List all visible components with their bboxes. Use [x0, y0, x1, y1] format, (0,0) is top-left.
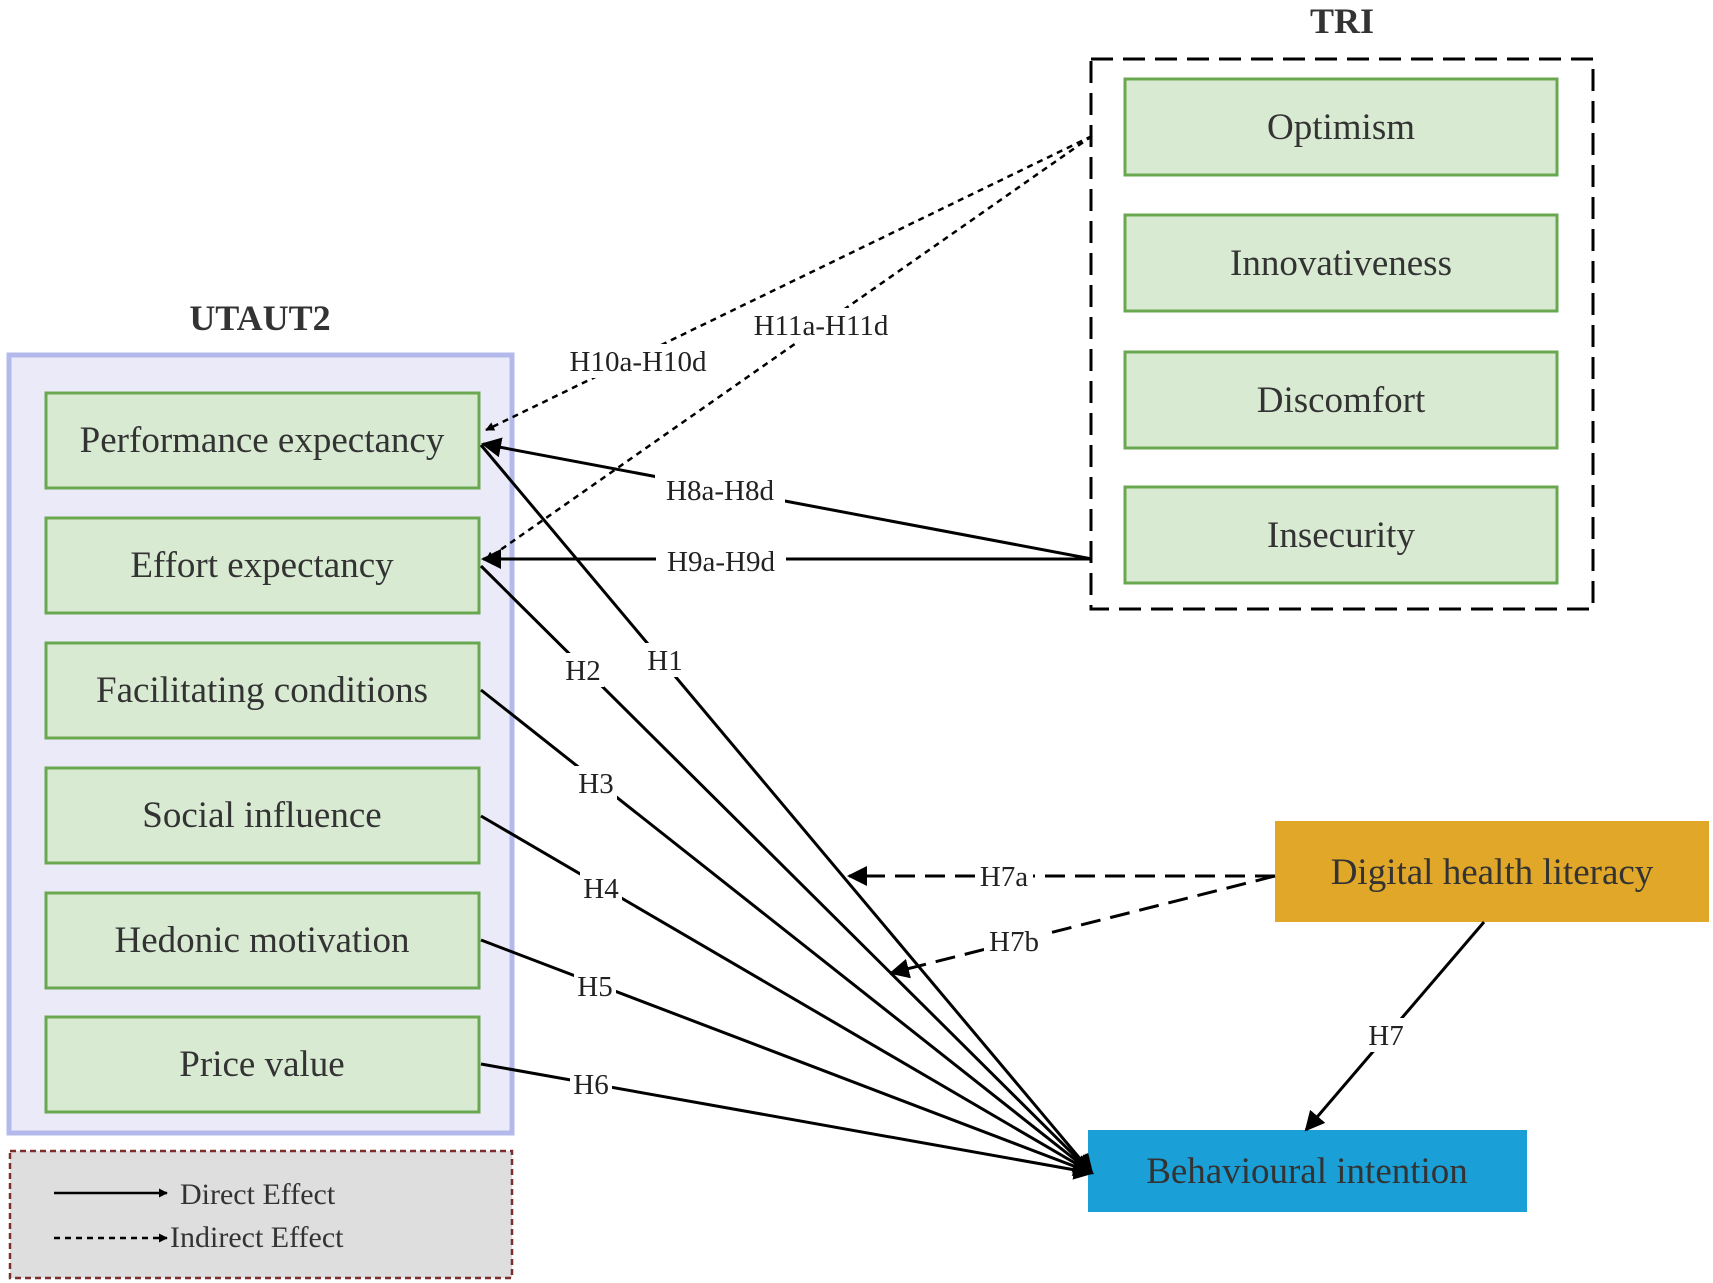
hypothesis-label-h4: H4	[580, 871, 622, 905]
construct-label: Discomfort	[1257, 380, 1426, 421]
construct-hedonic-motivation: Hedonic motivation	[44, 891, 481, 990]
construct-insecurity: Insecurity	[1123, 485, 1559, 585]
construct-label: Effort expectancy	[130, 545, 394, 586]
construct-price-value: Price value	[44, 1015, 481, 1114]
label-text: H7b	[989, 926, 1039, 958]
label-text: H7	[1368, 1020, 1403, 1052]
hypothesis-label-h1: H1	[644, 643, 686, 677]
construct-facilitating-conditions: Facilitating conditions	[44, 641, 481, 740]
construct-label: Facilitating conditions	[96, 670, 428, 711]
construct-discomfort: Discomfort	[1123, 350, 1559, 450]
legend-box	[8, 1149, 514, 1280]
label-text: H7a	[980, 861, 1028, 893]
arrow-h8	[481, 437, 1093, 561]
arrow-h10	[485, 134, 1093, 432]
construct-label: Price value	[179, 1044, 344, 1085]
construct-effort-expectancy: Effort expectancy	[44, 516, 481, 615]
label-text: H11a-H11d	[754, 310, 889, 342]
label-text: H10a-H10d	[570, 346, 707, 378]
moderator-label: Digital health literacy	[1331, 852, 1654, 893]
hypothesis-label-h10: H10a-H10d	[557, 344, 719, 378]
construct-label: Social influence	[142, 795, 381, 836]
label-text: H5	[577, 971, 612, 1003]
hypothesis-label-h7b: H7b	[984, 924, 1044, 958]
hypothesis-label-h3: H3	[575, 766, 617, 800]
label-text: H3	[578, 768, 613, 800]
construct-label: Optimism	[1267, 107, 1415, 148]
moderator-digital-health-literacy: Digital health literacy	[1275, 821, 1709, 922]
tri-title: TRI	[1310, 1, 1374, 41]
hypothesis-label-h7a: H7a	[975, 859, 1033, 893]
label-text: H8a-H8d	[666, 475, 774, 507]
construct-label: Innovativeness	[1230, 243, 1452, 284]
hypothesis-label-h9: H9a-H9d	[656, 544, 786, 578]
construct-label: Hedonic motivation	[115, 920, 410, 961]
hypothesis-label-h11: H11a-H11d	[740, 308, 902, 342]
hypothesis-label-h5: H5	[574, 969, 616, 1003]
hypothesis-label-h2: H2	[562, 653, 604, 687]
hypothesis-label-h6: H6	[570, 1067, 612, 1101]
label-text: H1	[647, 645, 682, 677]
arrow-h7b	[889, 874, 1276, 979]
utaut2-title: UTAUT2	[189, 298, 330, 338]
construct-optimism: Optimism	[1123, 77, 1559, 177]
arrow-h1	[479, 444, 1094, 1175]
legend-indirect-label: Indirect Effect	[170, 1221, 344, 1254]
arrow-h5	[480, 938, 1094, 1176]
construct-label: Performance expectancy	[80, 420, 445, 461]
label-text: H2	[565, 655, 600, 687]
hypothesis-label-h8: H8a-H8d	[655, 473, 785, 507]
label-text: H6	[573, 1069, 608, 1101]
outcome-behavioural-intention: Behavioural intention	[1088, 1130, 1527, 1212]
legend-direct-label: Direct Effect	[180, 1178, 336, 1211]
label-text: H4	[583, 873, 619, 905]
construct-label: Insecurity	[1267, 515, 1415, 556]
indirect-effect-arrows	[485, 134, 1276, 979]
arrow-h11	[485, 134, 1093, 562]
construct-performance-expectancy: Performance expectancy	[44, 391, 481, 490]
tri-group-box	[1089, 57, 1595, 611]
label-text: H9a-H9d	[667, 546, 775, 578]
hypothesis-label-h7: H7	[1365, 1018, 1407, 1052]
construct-social-influence: Social influence	[44, 766, 481, 865]
construct-innovativeness: Innovativeness	[1123, 213, 1559, 313]
outcome-label: Behavioural intention	[1146, 1151, 1468, 1192]
legend: Direct Effect Indirect Effect	[8, 1149, 514, 1280]
